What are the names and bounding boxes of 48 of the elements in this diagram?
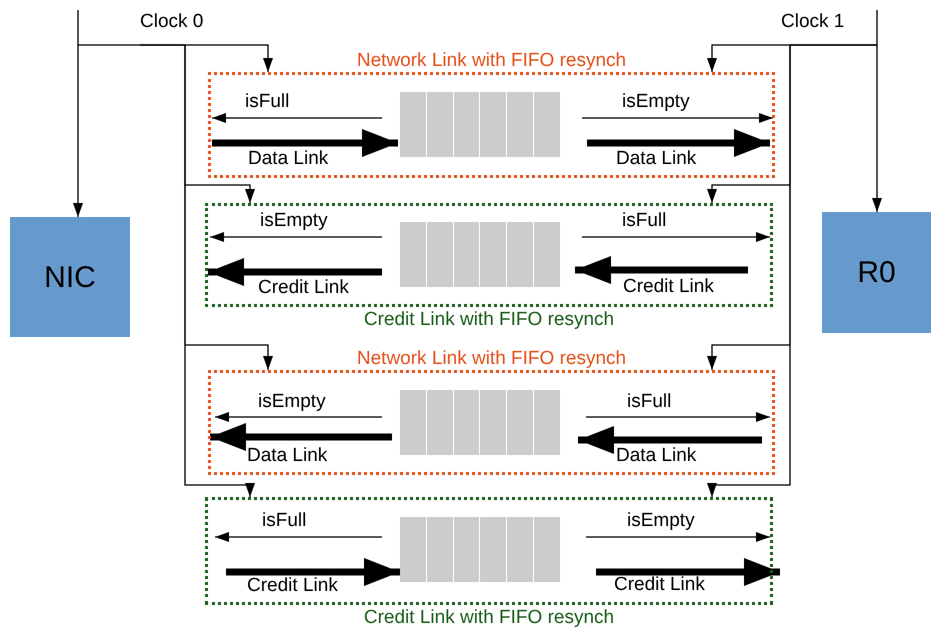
edge-label: Data Link <box>616 147 696 171</box>
arrow <box>582 113 773 123</box>
edge-label: Data Link <box>616 444 696 468</box>
arrow <box>215 412 382 422</box>
clock-label: Clock 0 <box>140 10 244 45</box>
arrow <box>582 232 770 242</box>
clock-label: Clock 1 <box>781 10 877 45</box>
edge-label: isEmpty <box>627 509 695 533</box>
edge-label: Credit Link <box>623 275 714 299</box>
arrow <box>215 532 382 542</box>
edge-label: isFull <box>262 509 306 533</box>
fifo-buffer <box>400 92 560 157</box>
edge-label: isFull <box>245 90 290 114</box>
edge-label: isFull <box>627 390 672 414</box>
edge-label: Data Link <box>248 147 328 171</box>
edge-label: isEmpty <box>260 209 328 233</box>
arrow <box>872 45 882 212</box>
edge-label: isEmpty <box>622 90 690 114</box>
edge-label: Credit Link <box>614 573 705 597</box>
component-block: NIC <box>10 217 130 337</box>
link-title: Network Link with FIFO resynch <box>356 347 626 371</box>
thick-arrow <box>208 258 382 286</box>
thick-arrow <box>226 558 400 586</box>
arrow <box>586 532 770 542</box>
arrow <box>140 44 255 497</box>
arrow <box>73 44 140 217</box>
thick-arrow <box>578 426 762 454</box>
thick-arrow <box>596 558 780 586</box>
arrow <box>212 113 382 123</box>
edge-label: Credit Link <box>247 574 338 598</box>
link-title: Credit Link with FIFO resynch <box>364 308 614 332</box>
thick-arrow <box>212 129 398 157</box>
fifo-buffer <box>400 517 560 582</box>
edge-label: isFull <box>622 209 666 233</box>
component-block: R0 <box>822 212 931 333</box>
thick-arrow <box>210 423 392 451</box>
edge-label: Credit Link <box>258 276 349 300</box>
thick-arrow <box>587 129 770 157</box>
arrow <box>586 412 770 422</box>
link-title: Network Link with FIFO resynch <box>356 49 626 73</box>
arrow <box>210 232 382 242</box>
edge-label: isEmpty <box>258 390 326 414</box>
fifo-buffer <box>400 222 560 287</box>
thick-arrow <box>575 256 748 284</box>
fifo-buffer <box>400 390 560 455</box>
arrow <box>707 44 878 497</box>
link-title: Credit Link with FIFO resynch <box>364 606 614 630</box>
edge-label: Data Link <box>247 444 328 468</box>
